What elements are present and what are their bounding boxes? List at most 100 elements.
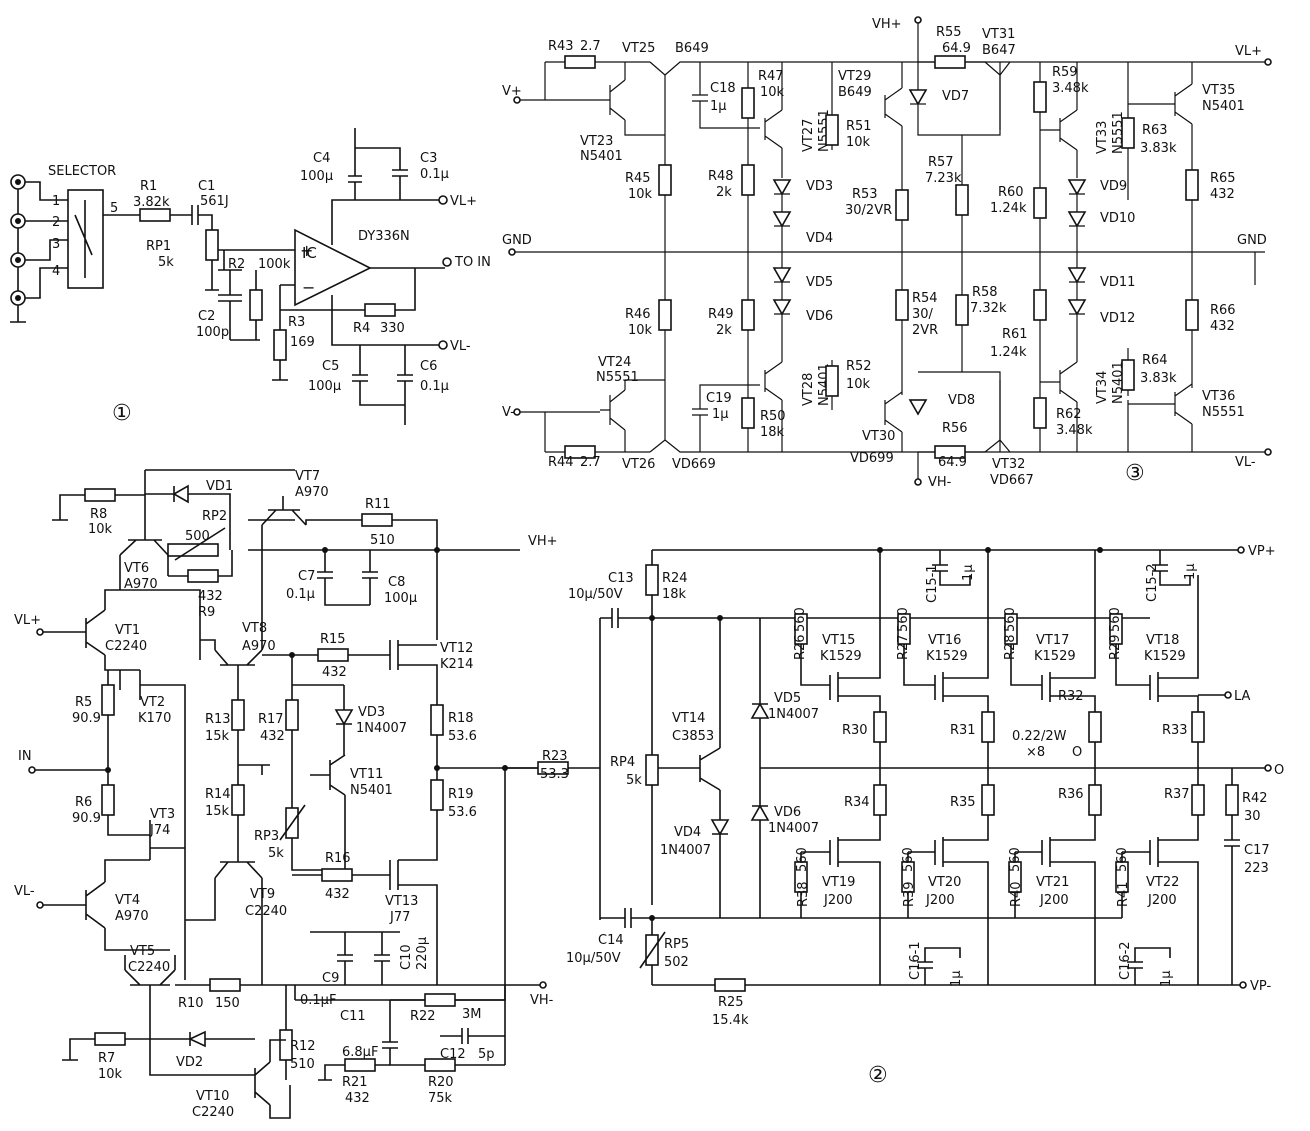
- svg-text:VD9: VD9: [1100, 179, 1127, 194]
- svg-text:0.1μF: 0.1μF: [300, 993, 336, 1008]
- svg-text:VT30: VT30: [862, 429, 895, 444]
- svg-text:510: 510: [370, 533, 395, 548]
- resistor-r54: [895, 289, 909, 321]
- svg-text:VT3: VT3: [150, 807, 175, 822]
- svg-text:VT2: VT2: [140, 695, 165, 710]
- svg-text:560: 560: [1008, 847, 1023, 872]
- svg-text:VD5: VD5: [774, 691, 801, 706]
- resistor-r10: [209, 978, 241, 992]
- svg-text:10μ/50V: 10μ/50V: [568, 587, 623, 602]
- svg-text:VL+: VL+: [14, 613, 41, 628]
- svg-text:VD1: VD1: [206, 479, 233, 494]
- svg-text:R52: R52: [846, 359, 872, 374]
- svg-text:R28: R28: [1003, 634, 1018, 660]
- svg-text:75k: 75k: [428, 1091, 453, 1106]
- svg-text:330: 330: [380, 321, 405, 336]
- svg-text:VD10: VD10: [1100, 211, 1135, 226]
- mosfet-vt19: [829, 835, 881, 985]
- svg-text:560: 560: [1003, 607, 1018, 632]
- mosfet-vt18: [1149, 575, 1199, 712]
- svg-text:1μ: 1μ: [710, 99, 727, 114]
- svg-text:VL+: VL+: [450, 194, 477, 209]
- svg-text:VD4: VD4: [674, 825, 701, 840]
- resistor-r60: [1033, 187, 1047, 219]
- svg-text:100k: 100k: [258, 257, 291, 272]
- svg-text:223: 223: [1244, 861, 1269, 876]
- svg-text:R53: R53: [852, 187, 878, 202]
- resistor-r37: [1191, 784, 1205, 816]
- svg-text:VT28: VT28: [801, 373, 816, 406]
- svg-text:VT14: VT14: [672, 711, 705, 726]
- svg-text:N5551: N5551: [596, 370, 639, 385]
- svg-text:J77: J77: [389, 910, 410, 925]
- svg-text:1μ: 1μ: [949, 970, 964, 987]
- svg-text:1N4007: 1N4007: [660, 843, 711, 858]
- svg-text:VT6: VT6: [124, 561, 149, 576]
- svg-text:64.9: 64.9: [942, 41, 971, 56]
- svg-text:R66: R66: [1210, 303, 1236, 318]
- mosfet-vt17: [1041, 550, 1096, 712]
- svg-text:5: 5: [110, 201, 118, 216]
- svg-text:VD2: VD2: [176, 1055, 203, 1070]
- svg-text:R65: R65: [1210, 171, 1236, 186]
- svg-text:VH+: VH+: [528, 534, 558, 549]
- svg-text:C18: C18: [710, 81, 736, 96]
- svg-text:R14: R14: [205, 787, 231, 802]
- svg-text:VT5: VT5: [130, 944, 155, 959]
- svg-text:3.82k: 3.82k: [133, 195, 170, 210]
- op-amp-ic: [294, 228, 372, 307]
- svg-text:R44: R44: [548, 455, 574, 470]
- svg-text:R58: R58: [972, 285, 998, 300]
- svg-text:C2240: C2240: [105, 639, 147, 654]
- svg-text:15k: 15k: [205, 729, 230, 744]
- svg-text:R37: R37: [1164, 787, 1190, 802]
- svg-text:O: O: [1072, 745, 1082, 760]
- svg-text:560: 560: [1115, 847, 1130, 872]
- svg-text:V-: V-: [502, 405, 515, 420]
- resistor-r31: [981, 711, 995, 743]
- resistor-r23: [537, 761, 569, 775]
- svg-text:C11: C11: [340, 1009, 366, 1024]
- resistor-r59: [1033, 81, 1047, 113]
- resistor-r6: [101, 784, 115, 816]
- svg-text:2.7: 2.7: [580, 39, 601, 54]
- svg-text:R30: R30: [842, 723, 868, 738]
- svg-text:R42: R42: [1242, 791, 1268, 806]
- svg-text:18k: 18k: [760, 425, 785, 440]
- section-2-marker: ②: [868, 1063, 888, 1088]
- svg-text:R59: R59: [1052, 65, 1078, 80]
- svg-text:VD6: VD6: [806, 309, 833, 324]
- svg-text:R35: R35: [950, 795, 976, 810]
- svg-text:C17: C17: [1244, 843, 1270, 858]
- resistor-r5: [101, 684, 115, 716]
- resistor-r62: [1033, 397, 1047, 429]
- svg-text:15k: 15k: [205, 804, 230, 819]
- resistor-r8: [84, 488, 116, 502]
- svg-text:VD3: VD3: [358, 705, 385, 720]
- svg-text:R41: R41: [1116, 881, 1131, 907]
- resistor-r24: [645, 564, 659, 596]
- svg-text:K1529: K1529: [1034, 649, 1076, 664]
- svg-text:VL-: VL-: [1235, 455, 1256, 470]
- svg-text:53.3: 53.3: [540, 767, 569, 782]
- svg-text:C6: C6: [420, 359, 437, 374]
- svg-text:VD11: VD11: [1100, 275, 1135, 290]
- svg-text:VL-: VL-: [14, 884, 35, 899]
- resistor-r46: [658, 299, 672, 331]
- svg-text:1μ: 1μ: [712, 407, 729, 422]
- svg-text:R3: R3: [288, 315, 305, 330]
- svg-text:R49: R49: [708, 307, 734, 322]
- svg-text:10k: 10k: [760, 85, 785, 100]
- resistor-r25: [714, 978, 746, 992]
- svg-text:VD5: VD5: [806, 275, 833, 290]
- svg-text:VT33: VT33: [1095, 121, 1110, 154]
- svg-text:C19: C19: [706, 391, 732, 406]
- svg-text:VT34: VT34: [1095, 371, 1110, 404]
- svg-text:10μ/50V: 10μ/50V: [566, 951, 621, 966]
- svg-text:B647: B647: [982, 43, 1016, 58]
- resistor-r21: [344, 1058, 376, 1072]
- svg-text:30/: 30/: [912, 307, 934, 322]
- svg-text:R16: R16: [325, 851, 351, 866]
- section-3-regulator: GND GND VL+ VL- V+ V- R43 2.7 R44 2.7 VT…: [502, 16, 1272, 490]
- svg-text:7.32k: 7.32k: [970, 301, 1007, 316]
